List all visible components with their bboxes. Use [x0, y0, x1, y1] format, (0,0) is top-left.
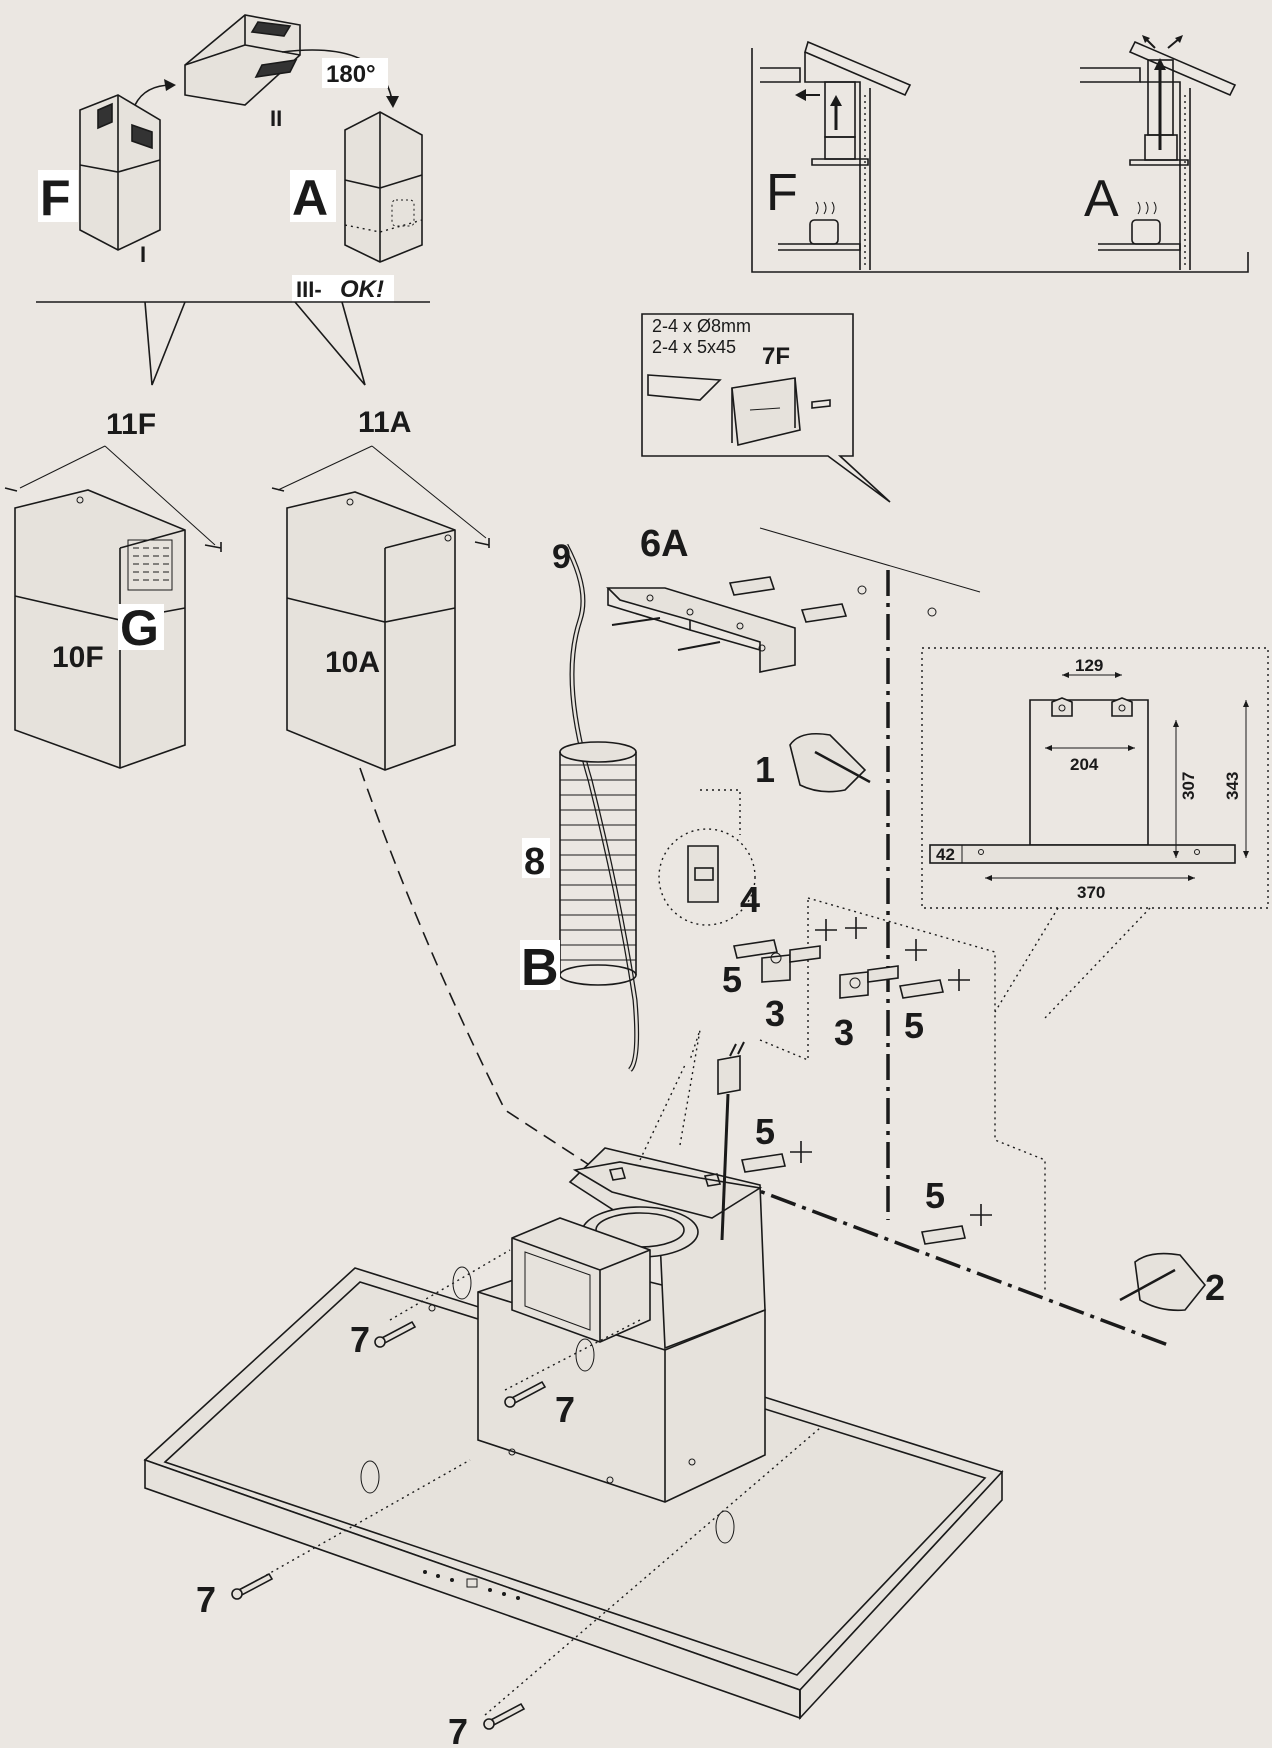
step-i-label: I — [140, 242, 146, 267]
plug-right: 5 — [899, 979, 944, 1046]
cooker-hood — [143, 1041, 1004, 1721]
flexible-duct: 8 B — [520, 741, 637, 997]
callout-pointers — [144, 301, 366, 386]
plug-lower-left-label: 5 — [755, 1111, 775, 1152]
install-extraction-label: A — [1084, 170, 1119, 228]
chimney-filter: G 10F — [4, 487, 222, 769]
bracket-6a: 6A — [606, 523, 981, 673]
fixing-guide-lines — [239, 1029, 821, 1716]
horizontal-axis — [729, 1178, 1169, 1347]
bracket-hole-icon — [1051, 697, 1073, 717]
dim-129-label: 129 — [1075, 656, 1103, 675]
support-right: 3 — [834, 965, 899, 1053]
plug-lower-right-label: 5 — [925, 1175, 945, 1216]
duct-label: 8 — [524, 841, 545, 883]
step-ii-label: II — [270, 106, 282, 131]
hook-detail: 4 — [658, 789, 760, 926]
bracket-label: 6A — [640, 523, 689, 565]
screw-icon — [271, 487, 285, 492]
fixing-spec-line-1: 2-4 x Ø8mm — [652, 316, 751, 336]
filter-mode-label: F — [40, 170, 71, 226]
chimney-piece-i — [79, 94, 161, 251]
drill-marks — [790, 917, 992, 1226]
screw-7-c: 7 — [196, 1572, 274, 1620]
support-right-label: 3 — [834, 1012, 854, 1053]
marking-hand-ceiling: 2 — [1119, 1252, 1225, 1312]
chimney-extraction: 10A — [271, 487, 490, 771]
dim-204-label: 204 — [1070, 755, 1099, 774]
chimney-guide-line — [359, 767, 601, 1173]
chimney-filter-lower-label: 10F — [52, 641, 104, 674]
screw-a-label: 7 — [350, 1319, 370, 1360]
fixing-part-label: 7F — [762, 343, 790, 370]
plug-left-label: 5 — [722, 959, 742, 1000]
marking-hand-wall: 1 — [755, 732, 871, 793]
screw-b-label: 7 — [555, 1389, 575, 1430]
grille-label: G — [120, 600, 159, 656]
install-filter-label: F — [766, 164, 798, 222]
chimney-extraction-upper-label: 11A — [358, 406, 411, 439]
control-panel — [423, 1570, 520, 1600]
mode-conversion-panel: 180° F A I II III- OK! — [36, 14, 430, 386]
step-iii-ok-label: OK! — [340, 276, 384, 303]
chimney-filter-upper-label: 11F — [106, 408, 156, 441]
fixing-detail-box: 2-4 x Ø8mm 2-4 x 5x45 7F — [641, 313, 891, 503]
dim-42-label: 42 — [936, 845, 955, 864]
step-mark-ceiling-label: 2 — [1205, 1267, 1225, 1308]
support-left: 3 — [761, 945, 821, 1034]
installation-modes-panel: F A — [751, 35, 1249, 273]
duct-variant-label: B — [521, 939, 559, 997]
dim-370-label: 370 — [1077, 883, 1105, 902]
chimney-screw-leaders — [19, 445, 487, 546]
screw-c-label: 7 — [196, 1579, 216, 1620]
plug-left: 5 — [722, 939, 778, 1000]
plug-lower-left: 5 — [741, 1111, 786, 1173]
screw-icon — [204, 542, 222, 552]
step-mark-wall-label: 1 — [755, 749, 775, 790]
dim-343-label: 343 — [1223, 772, 1242, 800]
wall-plug-icon — [800, 603, 848, 623]
step-iii-label: III- — [296, 277, 322, 302]
plug-lower-right: 5 — [921, 1175, 966, 1245]
screw-7-d: 7 — [448, 1702, 526, 1748]
dimension-detail: 129 204 307 343 42 370 — [921, 647, 1269, 1019]
screw-d-label: 7 — [448, 1711, 468, 1748]
screw-7-b: 7 — [504, 1380, 575, 1430]
fixing-spec-line-2: 2-4 x 5x45 — [652, 337, 736, 357]
bracket-hole-icon — [1111, 697, 1133, 717]
power-cable: 9 — [552, 538, 640, 1072]
wall-plug-icon — [728, 576, 776, 596]
chimney-extraction-lower-label: 10A — [325, 646, 380, 679]
support-left-label: 3 — [765, 993, 785, 1034]
ventilation-grille — [133, 547, 169, 581]
screw-icon — [4, 487, 18, 492]
screw-icon — [474, 538, 490, 548]
chimney-piece-iii — [344, 111, 423, 263]
rotation-label: 180° — [326, 61, 376, 88]
extraction-mode-label: A — [292, 170, 328, 226]
dim-307-label: 307 — [1179, 772, 1198, 800]
screw-7-a: 7 — [350, 1319, 417, 1360]
chimney-piece-ii — [184, 14, 301, 106]
plug-right-label: 5 — [904, 1005, 924, 1046]
cable-label: 9 — [552, 538, 571, 576]
hook-label: 4 — [740, 879, 760, 920]
